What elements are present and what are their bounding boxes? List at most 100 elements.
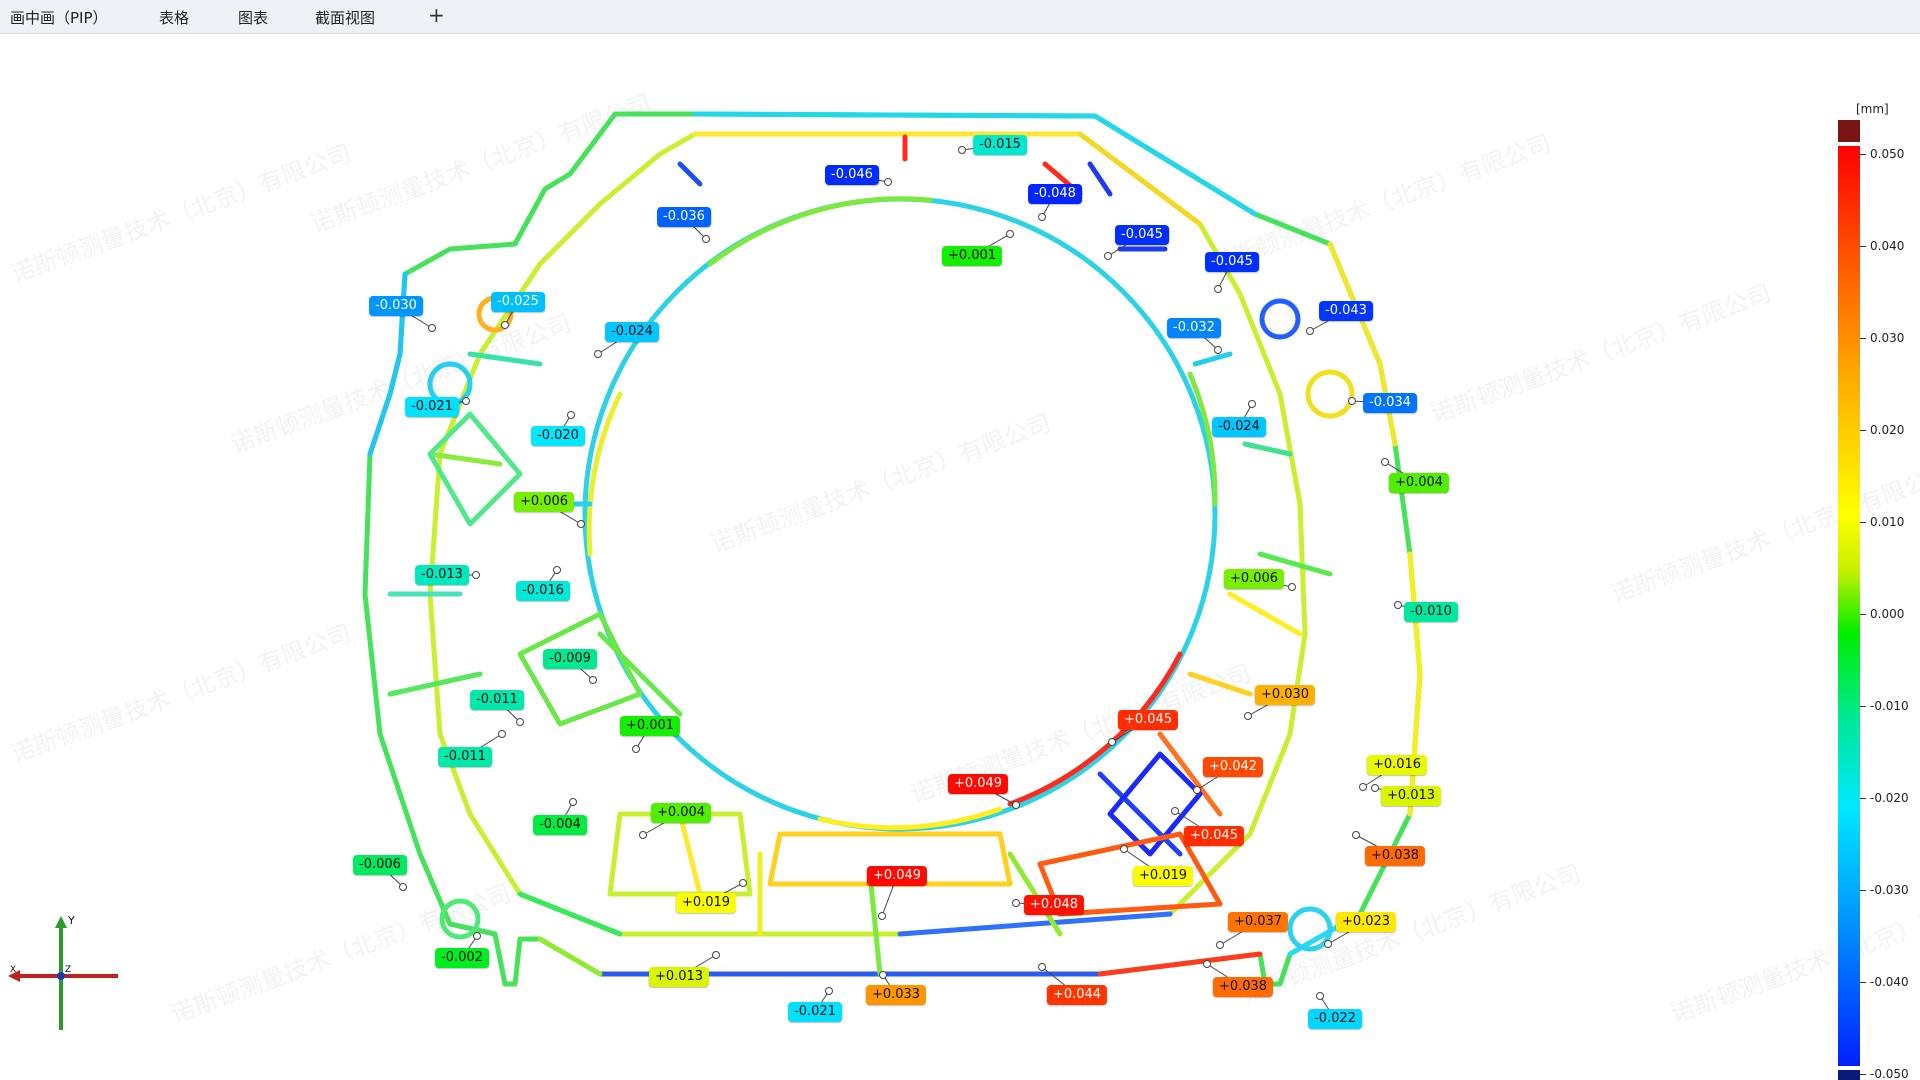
measurement-point[interactable] bbox=[1216, 941, 1224, 949]
deviation-callout[interactable]: -0.045 bbox=[1205, 252, 1259, 272]
measurement-point[interactable] bbox=[472, 571, 480, 579]
deviation-callout[interactable]: +0.045 bbox=[1183, 826, 1245, 846]
deviation-callout[interactable]: +0.001 bbox=[619, 716, 681, 736]
add-tab-button[interactable]: + bbox=[428, 3, 445, 27]
deviation-callout[interactable]: -0.002 bbox=[435, 948, 489, 968]
deviation-callout[interactable]: -0.022 bbox=[1308, 1009, 1362, 1029]
deviation-callout[interactable]: -0.006 bbox=[353, 855, 407, 875]
deviation-callout[interactable]: -0.024 bbox=[1212, 417, 1266, 437]
measurement-point[interactable] bbox=[1352, 831, 1360, 839]
measurement-point[interactable] bbox=[473, 932, 481, 940]
tab-section-view[interactable]: 截面视图 bbox=[315, 9, 376, 27]
measurement-point[interactable] bbox=[1316, 992, 1324, 1000]
deviation-callout[interactable]: -0.048 bbox=[1028, 184, 1082, 204]
deviation-callout[interactable]: +0.037 bbox=[1227, 912, 1289, 932]
deviation-callout[interactable]: +0.042 bbox=[1202, 757, 1264, 777]
3d-viewport[interactable]: 诺斯顿测量技术（北京）有限公司诺斯顿测量技术（北京）有限公司诺斯顿测量技术（北京… bbox=[0, 34, 1920, 1080]
measurement-point[interactable] bbox=[1348, 397, 1356, 405]
deviation-callout[interactable]: -0.046 bbox=[825, 165, 879, 185]
measurement-point[interactable] bbox=[879, 971, 887, 979]
measurement-point[interactable] bbox=[428, 324, 436, 332]
measurement-point[interactable] bbox=[639, 831, 647, 839]
deviation-callout[interactable]: +0.006 bbox=[1223, 569, 1285, 589]
measurement-point[interactable] bbox=[1359, 783, 1367, 791]
deviation-callout[interactable]: -0.030 bbox=[369, 296, 423, 316]
deviation-callout[interactable]: +0.023 bbox=[1335, 912, 1397, 932]
measurement-point[interactable] bbox=[1012, 899, 1020, 907]
measurement-point[interactable] bbox=[1203, 960, 1211, 968]
measurement-point[interactable] bbox=[702, 235, 710, 243]
deviation-callout[interactable]: -0.020 bbox=[531, 426, 585, 446]
measurement-point[interactable] bbox=[1214, 346, 1222, 354]
deviation-callout[interactable]: +0.001 bbox=[941, 246, 1003, 266]
measurement-point[interactable] bbox=[1038, 963, 1046, 971]
deviation-callout[interactable]: +0.004 bbox=[1388, 473, 1450, 493]
measurement-point[interactable] bbox=[958, 146, 966, 154]
deviation-callout[interactable]: +0.049 bbox=[866, 866, 928, 886]
tab-chart[interactable]: 图表 bbox=[238, 9, 269, 27]
measurement-point[interactable] bbox=[739, 879, 747, 887]
measurement-point[interactable] bbox=[1381, 458, 1389, 466]
measurement-point[interactable] bbox=[567, 411, 575, 419]
deviation-callout[interactable]: -0.024 bbox=[605, 322, 659, 342]
deviation-callout[interactable]: -0.013 bbox=[415, 565, 469, 585]
measurement-point[interactable] bbox=[1038, 213, 1046, 221]
deviation-callout[interactable]: -0.045 bbox=[1115, 225, 1169, 245]
measurement-point[interactable] bbox=[1244, 712, 1252, 720]
deviation-callout[interactable]: +0.038 bbox=[1364, 846, 1426, 866]
measurement-point[interactable] bbox=[1006, 230, 1014, 238]
measurement-point[interactable] bbox=[825, 987, 833, 995]
measurement-point[interactable] bbox=[632, 745, 640, 753]
measurement-point[interactable] bbox=[462, 397, 470, 405]
measurement-point[interactable] bbox=[498, 730, 506, 738]
deviation-callout[interactable]: +0.019 bbox=[1132, 866, 1194, 886]
deviation-callout[interactable]: +0.016 bbox=[1366, 755, 1428, 775]
measurement-point[interactable] bbox=[501, 321, 509, 329]
deviation-callout[interactable]: -0.032 bbox=[1167, 318, 1221, 338]
deviation-callout[interactable]: -0.021 bbox=[405, 397, 459, 417]
measurement-point[interactable] bbox=[553, 566, 561, 574]
deviation-callout[interactable]: -0.015 bbox=[973, 135, 1027, 155]
deviation-callout[interactable]: -0.025 bbox=[491, 292, 545, 312]
tab-pip[interactable]: 画中画（PIP） bbox=[10, 9, 108, 27]
deviation-callout[interactable]: +0.038 bbox=[1212, 977, 1274, 997]
measurement-point[interactable] bbox=[577, 520, 585, 528]
deviation-callout[interactable]: +0.033 bbox=[865, 985, 927, 1005]
deviation-callout[interactable]: -0.011 bbox=[438, 747, 492, 767]
deviation-callout[interactable]: -0.034 bbox=[1363, 393, 1417, 413]
deviation-callout[interactable]: -0.004 bbox=[533, 815, 587, 835]
measurement-point[interactable] bbox=[1171, 807, 1179, 815]
measurement-point[interactable] bbox=[1371, 784, 1379, 792]
deviation-callout[interactable]: -0.009 bbox=[543, 649, 597, 669]
deviation-callout[interactable]: -0.021 bbox=[788, 1002, 842, 1022]
measurement-point[interactable] bbox=[594, 350, 602, 358]
measurement-point[interactable] bbox=[1120, 845, 1128, 853]
deviation-callout[interactable]: +0.049 bbox=[947, 774, 1009, 794]
deviation-callout[interactable]: -0.011 bbox=[470, 690, 524, 710]
measurement-point[interactable] bbox=[1193, 786, 1201, 794]
measurement-point[interactable] bbox=[1104, 252, 1112, 260]
measurement-point[interactable] bbox=[399, 883, 407, 891]
measurement-point[interactable] bbox=[878, 912, 886, 920]
deviation-callout[interactable]: -0.010 bbox=[1404, 602, 1458, 622]
deviation-callout[interactable]: +0.030 bbox=[1254, 685, 1316, 705]
measurement-point[interactable] bbox=[1306, 327, 1314, 335]
deviation-callout[interactable]: +0.006 bbox=[513, 492, 575, 512]
measurement-point[interactable] bbox=[569, 798, 577, 806]
deviation-callout[interactable]: +0.045 bbox=[1117, 710, 1179, 730]
deviation-callout[interactable]: +0.044 bbox=[1046, 985, 1108, 1005]
measurement-point[interactable] bbox=[1012, 801, 1020, 809]
tab-table[interactable]: 表格 bbox=[159, 9, 190, 27]
measurement-point[interactable] bbox=[712, 951, 720, 959]
deviation-callout[interactable]: +0.048 bbox=[1023, 895, 1085, 915]
measurement-point[interactable] bbox=[1324, 940, 1332, 948]
measurement-point[interactable] bbox=[1394, 601, 1402, 609]
deviation-callout[interactable]: -0.043 bbox=[1319, 301, 1373, 321]
measurement-point[interactable] bbox=[1288, 583, 1296, 591]
deviation-callout[interactable]: +0.004 bbox=[650, 803, 712, 823]
deviation-callout[interactable]: +0.013 bbox=[1380, 786, 1442, 806]
deviation-callout[interactable]: -0.016 bbox=[516, 581, 570, 601]
measurement-point[interactable] bbox=[589, 676, 597, 684]
measurement-point[interactable] bbox=[1108, 738, 1116, 746]
measurement-point[interactable] bbox=[884, 178, 892, 186]
